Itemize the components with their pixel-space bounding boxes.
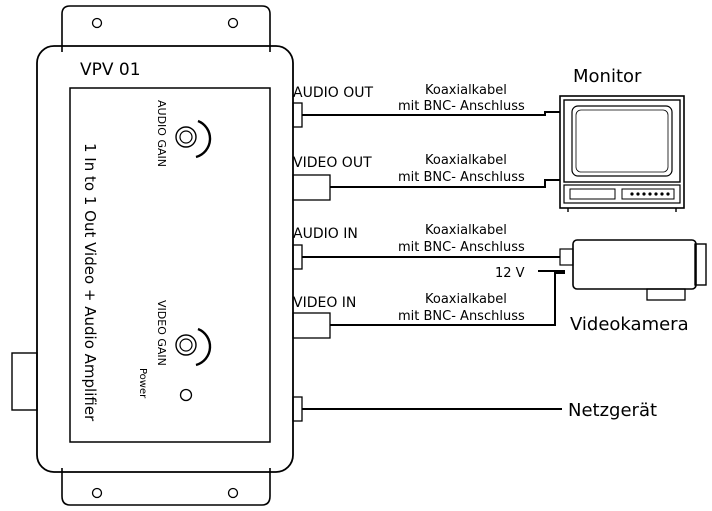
monitor-button-icon bbox=[642, 192, 646, 196]
audio-in-connector bbox=[292, 244, 303, 270]
camera-body bbox=[572, 239, 697, 290]
video-gain-label: VIDEO GAIN bbox=[155, 300, 168, 366]
video-gain-knob-center bbox=[179, 338, 193, 352]
cable-4-label-line2: mit BNC- Anschluss bbox=[398, 309, 525, 324]
video-in-connector bbox=[292, 312, 331, 339]
mounting-hole bbox=[227, 487, 239, 499]
cable-3-label-line2: mit BNC- Anschluss bbox=[398, 240, 525, 255]
cable-2-label-line2: mit BNC- Anschluss bbox=[398, 170, 525, 185]
side-power-connector bbox=[11, 352, 38, 411]
power-label: Power bbox=[137, 368, 148, 399]
monitor-screen bbox=[571, 105, 673, 177]
bottom-mounting-flange bbox=[61, 468, 271, 506]
panel-description: 1 In to 1 Out Video + Audio Amplifier bbox=[81, 143, 99, 422]
power-connector bbox=[292, 396, 303, 422]
voltage-label: 12 V bbox=[495, 266, 525, 281]
video-out-connector bbox=[292, 174, 331, 201]
power-led-icon bbox=[179, 388, 193, 402]
audio-gain-label: AUDIO GAIN bbox=[155, 100, 168, 167]
amplifier-unit: VPV 01 1 In to 1 Out Video + Audio Ampli… bbox=[11, 5, 294, 506]
cable-4-label-line1: Koaxialkabel bbox=[425, 292, 507, 307]
top-mounting-flange bbox=[61, 5, 271, 52]
monitor-button-icon bbox=[630, 192, 634, 196]
video-out-cable bbox=[330, 179, 560, 188]
port-audio-out-label: AUDIO OUT bbox=[293, 85, 373, 101]
monitor-screen-bezel bbox=[563, 99, 681, 183]
monitor-screen-inner bbox=[575, 109, 669, 173]
cable-1-label-line2: mit BNC- Anschluss bbox=[398, 99, 525, 114]
camera-label: Videokamera bbox=[570, 314, 689, 335]
audio-out-connector bbox=[292, 102, 303, 128]
port-audio-in-label: AUDIO IN bbox=[293, 226, 358, 242]
port-video-in-label: VIDEO IN bbox=[293, 295, 356, 311]
video-camera bbox=[559, 239, 707, 301]
cables bbox=[302, 111, 565, 410]
camera-lens bbox=[694, 243, 707, 286]
monitor bbox=[559, 95, 685, 212]
video-gain-knob[interactable] bbox=[175, 334, 197, 356]
monitor-button-icon bbox=[636, 192, 640, 196]
cable-2-label-line1: Koaxialkabel bbox=[425, 153, 507, 168]
monitor-slot bbox=[569, 188, 616, 200]
camera-mount bbox=[646, 288, 686, 301]
video-gain-arc-icon bbox=[195, 327, 212, 367]
monitor-button-icon bbox=[660, 192, 664, 196]
mounting-hole bbox=[227, 17, 239, 29]
monitor-button-icon bbox=[666, 192, 670, 196]
model-label: VPV 01 bbox=[80, 60, 141, 80]
monitor-button-icon bbox=[654, 192, 658, 196]
monitor-label: Monitor bbox=[573, 66, 642, 87]
audio-gain-knob-center bbox=[179, 130, 193, 144]
audio-gain-arc-icon bbox=[195, 119, 212, 159]
monitor-button-icon bbox=[648, 192, 652, 196]
front-panel bbox=[69, 87, 271, 443]
audio-out-cable bbox=[302, 111, 560, 116]
cable-3-label-line1: Koaxialkabel bbox=[425, 223, 507, 238]
monitor-control-strip bbox=[563, 184, 681, 204]
power-supply-label: Netzgerät bbox=[568, 400, 657, 421]
port-video-out-label: VIDEO OUT bbox=[293, 155, 372, 171]
monitor-buttons-panel bbox=[621, 188, 675, 200]
mounting-hole bbox=[91, 17, 103, 29]
mounting-hole bbox=[91, 487, 103, 499]
video-in-cable bbox=[330, 272, 565, 326]
monitor-body bbox=[559, 95, 685, 209]
audio-gain-knob[interactable] bbox=[175, 126, 197, 148]
cable-1-label-line1: Koaxialkabel bbox=[425, 83, 507, 98]
camera-rear-plug bbox=[559, 248, 574, 266]
